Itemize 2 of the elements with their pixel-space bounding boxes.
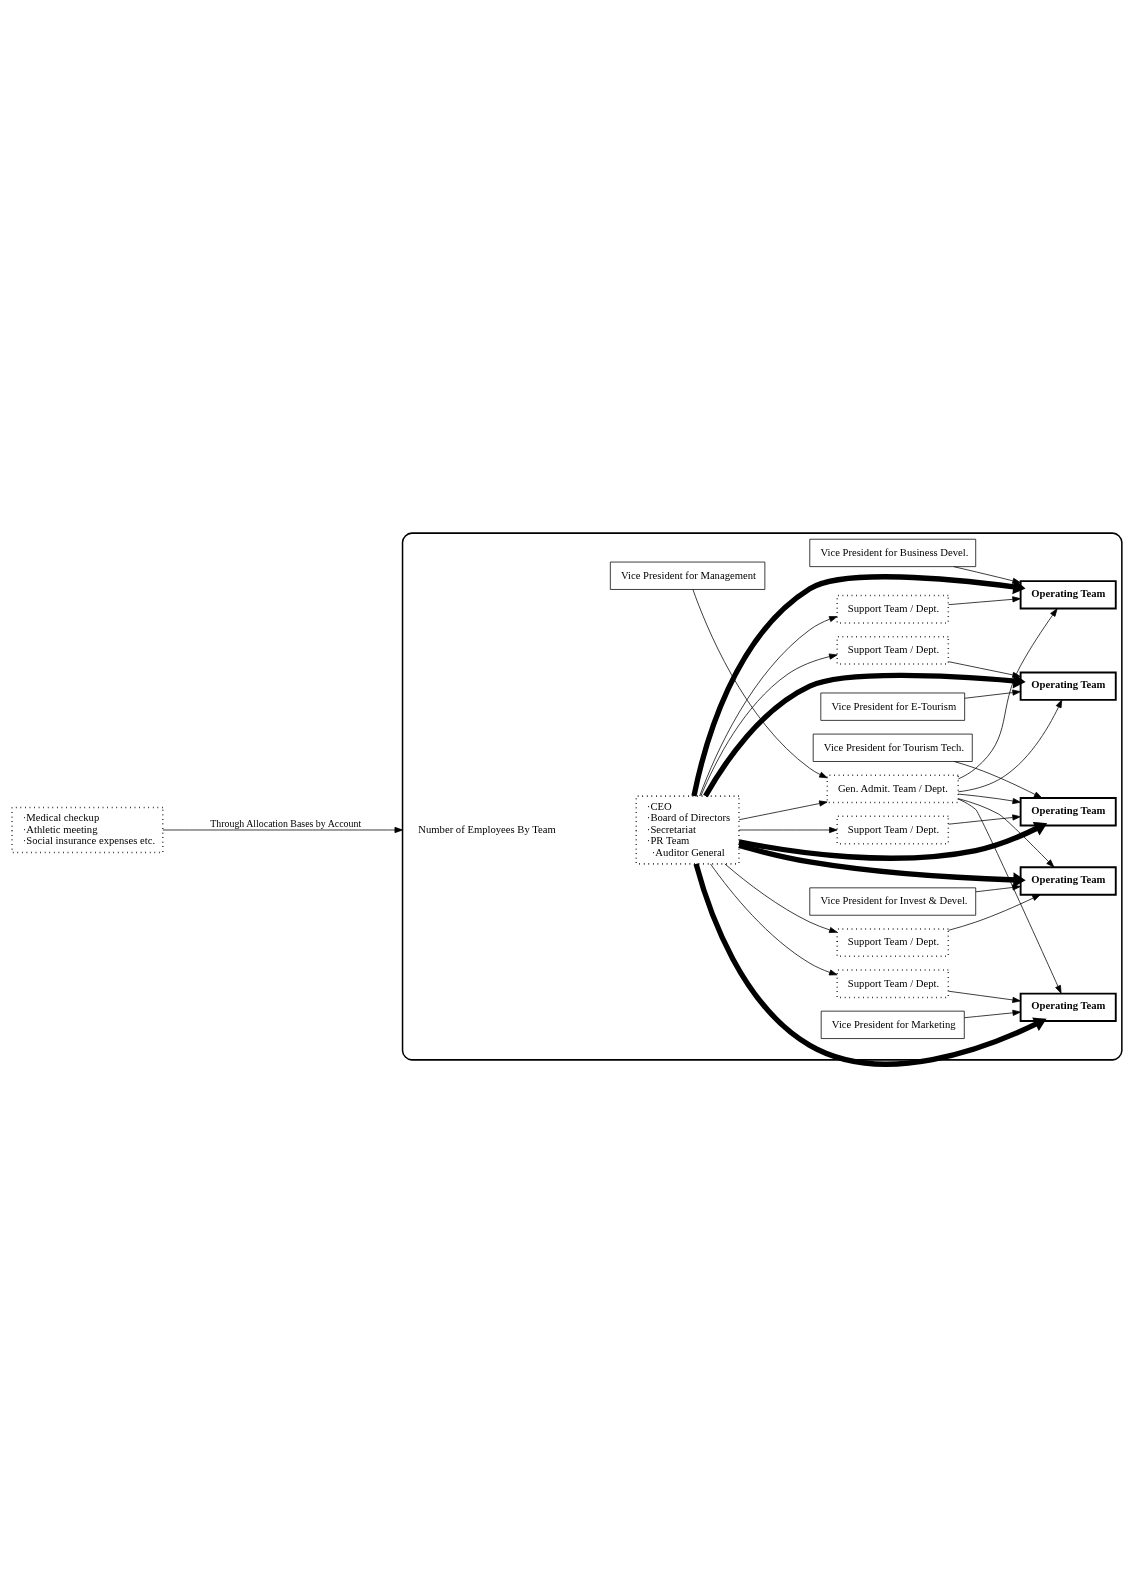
label: Number of Employees By Team xyxy=(418,823,556,835)
edge-label: Through Allocation Bases by Account xyxy=(210,818,362,830)
